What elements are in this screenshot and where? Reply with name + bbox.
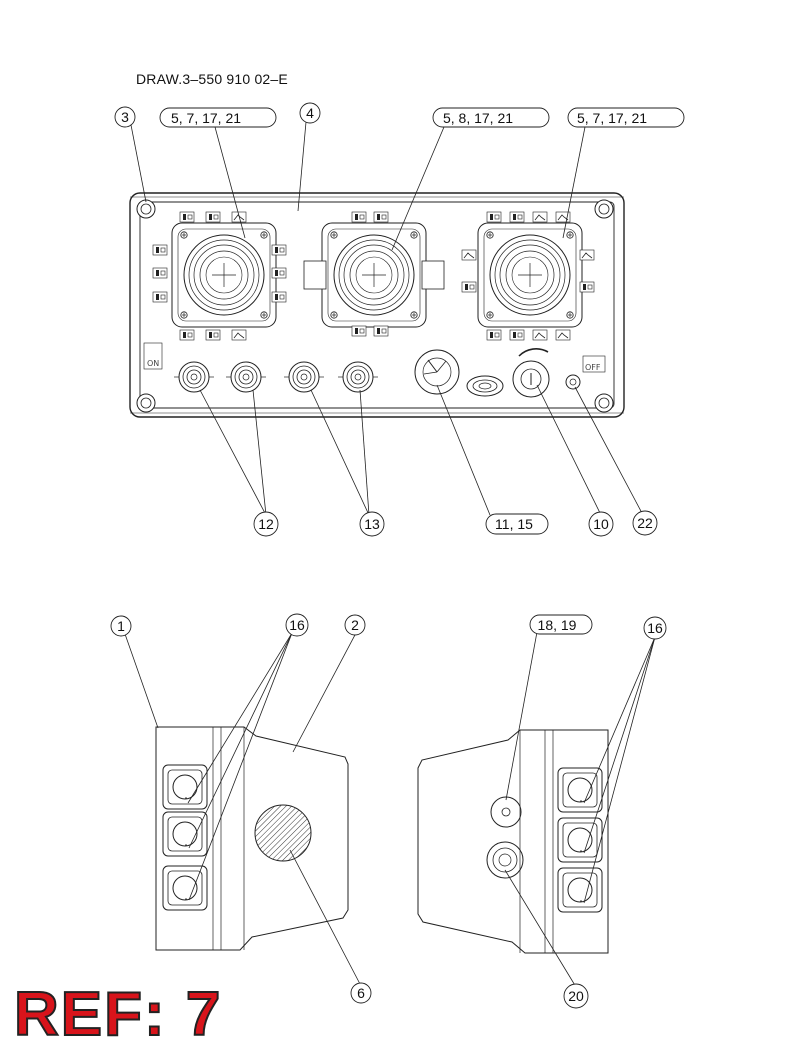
- callout-4: 4: [299, 102, 321, 124]
- svg-text:16: 16: [647, 620, 663, 636]
- small-lamp: [565, 374, 581, 390]
- svg-text:6: 6: [357, 985, 365, 1001]
- key-switch: [512, 348, 550, 398]
- callout-16-left: 16: [285, 613, 309, 637]
- callout-12: 12: [253, 511, 279, 537]
- indicator-lamp: [466, 375, 504, 397]
- svg-text:20: 20: [568, 988, 584, 1004]
- callout-11-15: 11, 15: [485, 513, 549, 535]
- on-label: ON: [147, 359, 159, 368]
- ref-label: REF: 7: [13, 980, 223, 1049]
- svg-text:4: 4: [306, 105, 314, 121]
- drawing-number: DRAW.3–550 910 02–E: [136, 71, 288, 87]
- leader-lines: [124, 121, 656, 988]
- rotary-selector: [414, 349, 460, 395]
- svg-text:12: 12: [258, 516, 274, 532]
- svg-text:16: 16: [289, 617, 305, 633]
- svg-text:3: 3: [121, 109, 129, 125]
- right-joystick: [461, 211, 595, 341]
- svg-text:1: 1: [117, 618, 125, 634]
- off-label: OFF: [585, 363, 601, 372]
- svg-text:5, 7, 17, 21: 5, 7, 17, 21: [577, 110, 647, 126]
- left-joystick: [152, 211, 287, 341]
- push-buttons: [173, 361, 379, 393]
- callout-22: 22: [632, 510, 658, 536]
- svg-text:11, 15: 11, 15: [495, 516, 533, 532]
- callout-13: 13: [359, 511, 385, 537]
- callout-5-7-17-21-left: 5, 7, 17, 21: [159, 107, 277, 128]
- callout-16-right: 16: [643, 616, 667, 640]
- callouts: 3 5, 7, 17, 21 4 5, 8, 17, 21 5, 7, 17, …: [110, 102, 685, 1009]
- on-label-box: [143, 342, 163, 370]
- panel-mounting-holes: [136, 199, 614, 413]
- round-connector-lower: [486, 841, 524, 879]
- left-side-sockets: [162, 764, 208, 911]
- hatched-plug: [254, 804, 312, 862]
- svg-text:2: 2: [351, 617, 359, 633]
- off-label-box: [582, 355, 606, 373]
- callout-6: 6: [350, 982, 372, 1004]
- svg-text:10: 10: [593, 516, 609, 532]
- callout-20: 20: [563, 983, 589, 1009]
- svg-text:22: 22: [637, 515, 653, 531]
- svg-text:5, 7, 17, 21: 5, 7, 17, 21: [171, 110, 241, 126]
- callout-1: 1: [110, 615, 132, 637]
- callout-10: 10: [588, 511, 614, 537]
- callout-2: 2: [344, 614, 366, 636]
- callout-5-8-17-21: 5, 8, 17, 21: [432, 107, 550, 128]
- svg-text:13: 13: [364, 516, 380, 532]
- callout-5-7-17-21-right: 5, 7, 17, 21: [567, 107, 685, 128]
- svg-text:18, 19: 18, 19: [538, 617, 577, 633]
- center-joystick: [303, 211, 445, 337]
- svg-text:5, 8, 17, 21: 5, 8, 17, 21: [443, 110, 513, 126]
- right-side-sockets: [557, 767, 603, 913]
- callout-3: 3: [114, 106, 136, 128]
- callout-18-19: 18, 19: [529, 614, 593, 635]
- round-connector-upper: [490, 796, 522, 828]
